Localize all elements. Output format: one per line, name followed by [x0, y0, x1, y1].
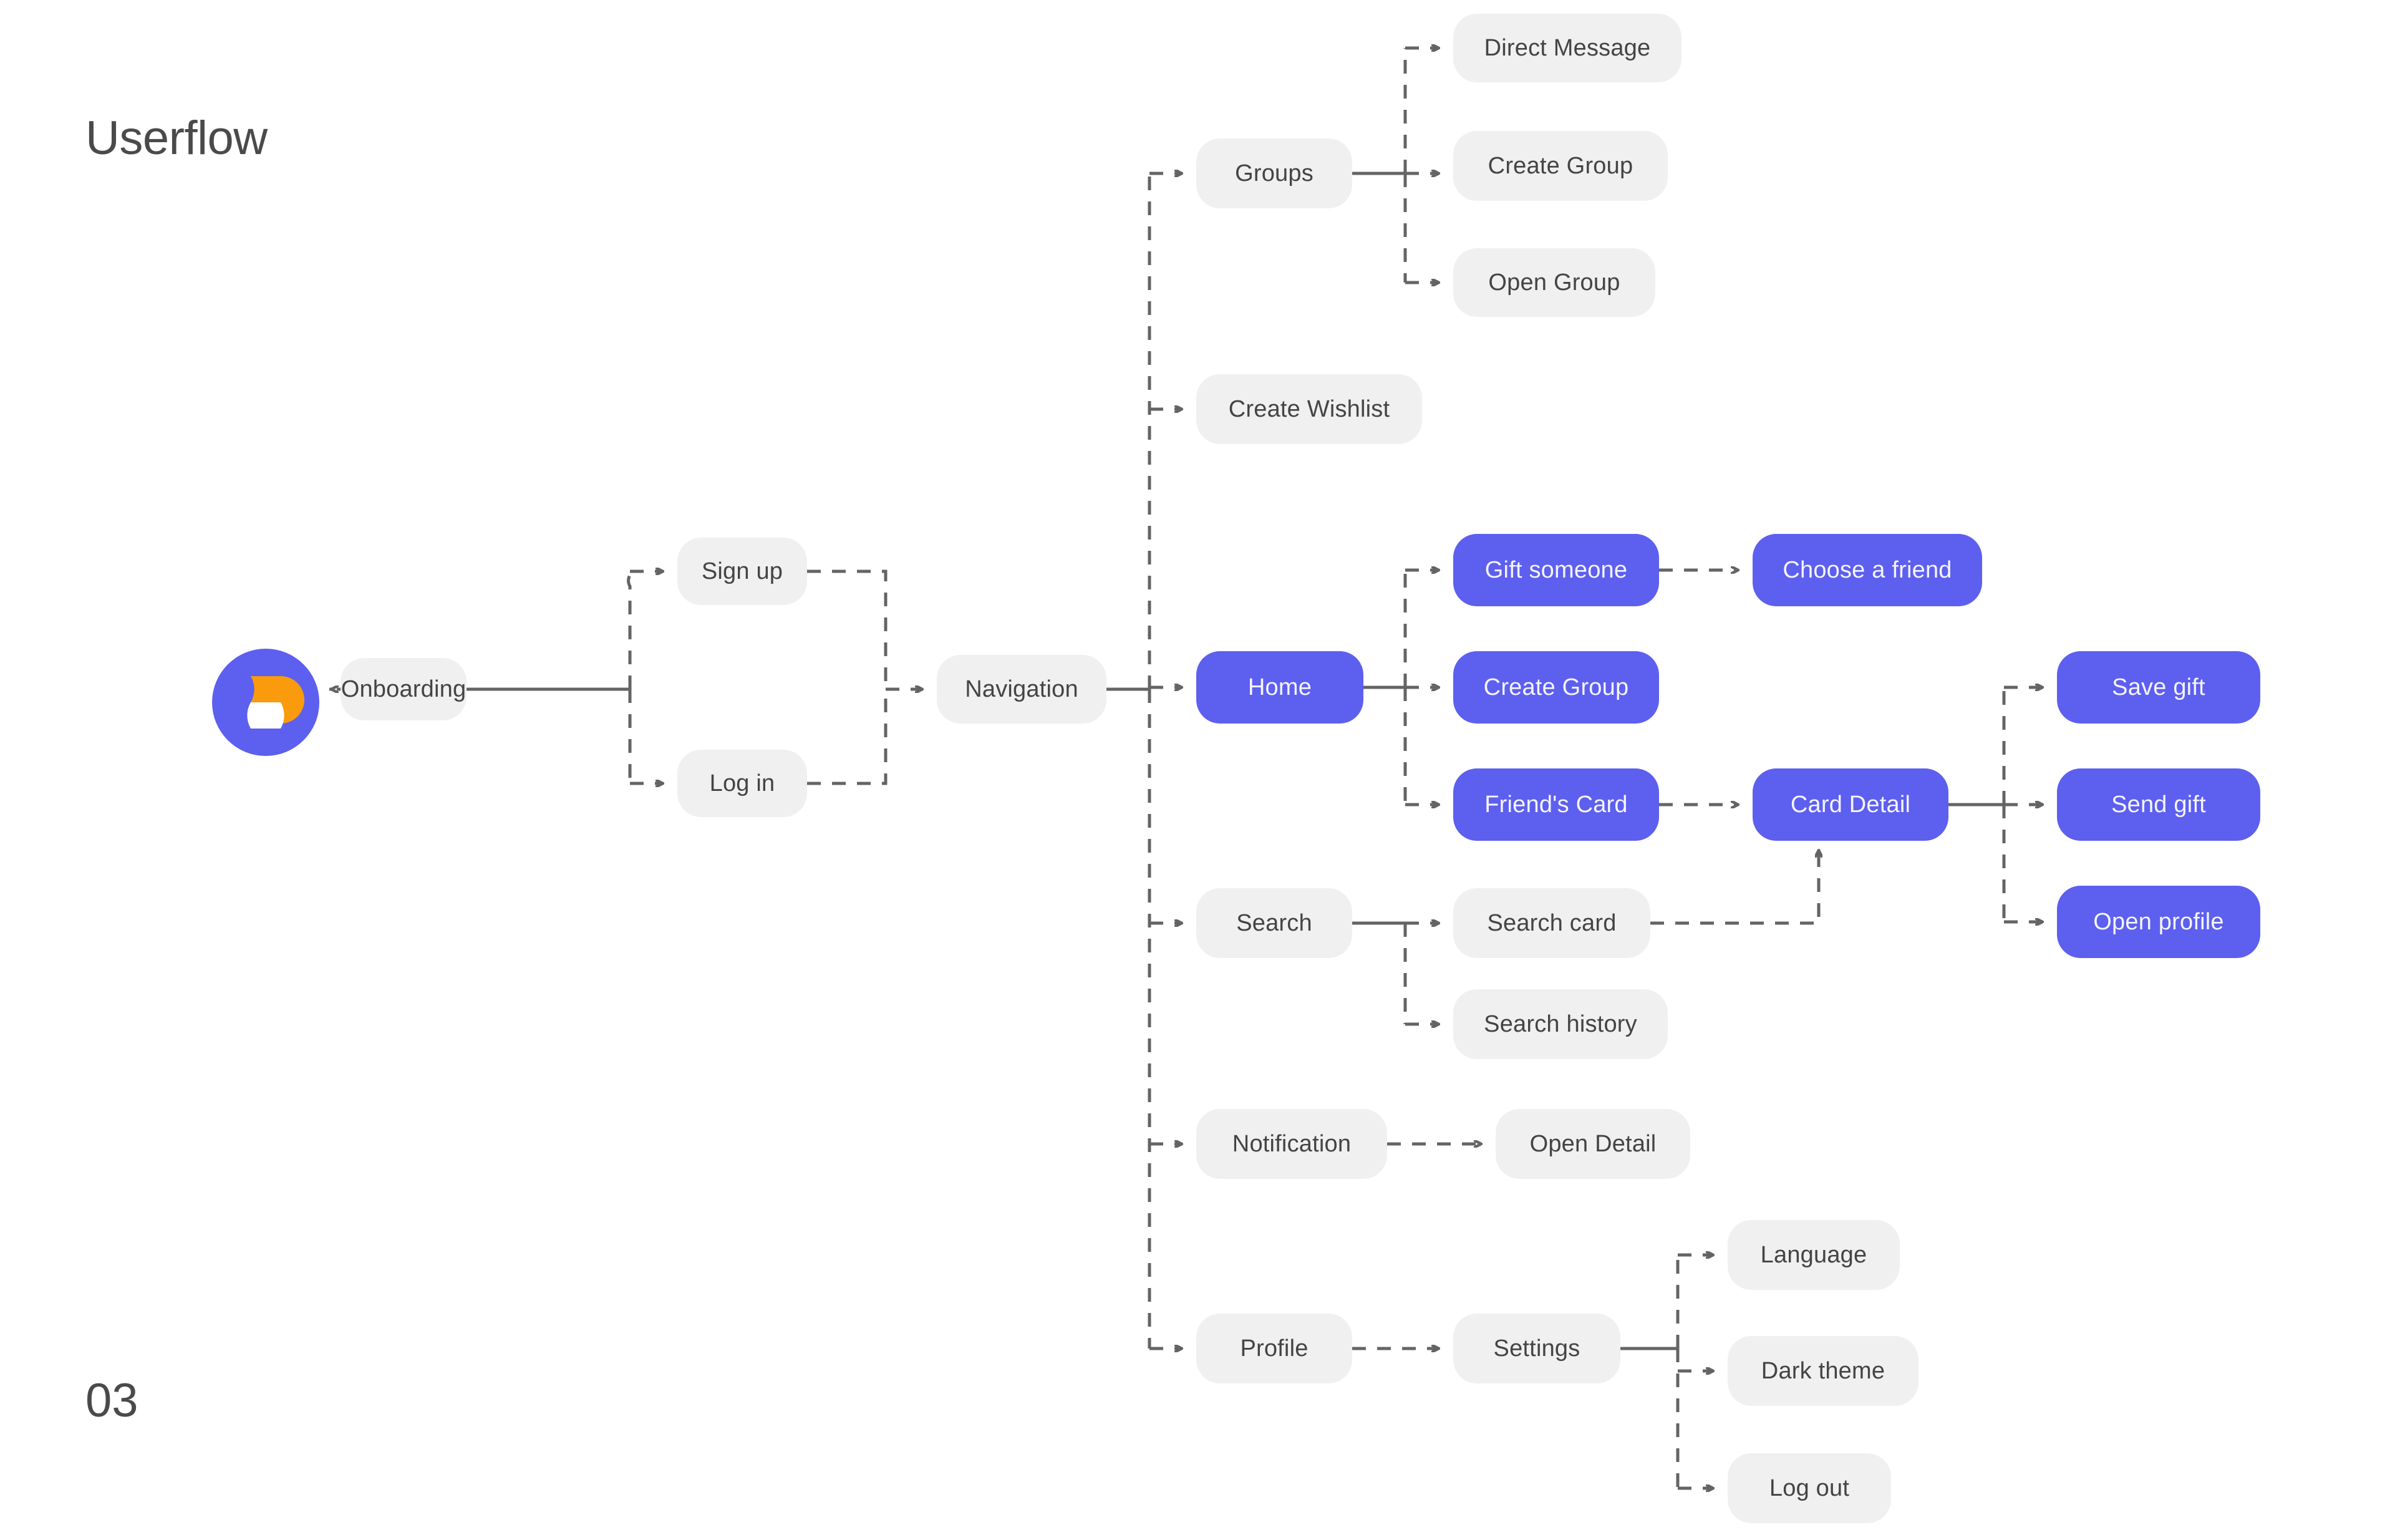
- node-label: Settings: [1493, 1335, 1580, 1362]
- node-label: Dark theme: [1761, 1358, 1885, 1384]
- node-create-group-blue[interactable]: Create Group: [1453, 651, 1659, 724]
- edge-login-to-nav: [807, 689, 888, 785]
- node-label: Create Group: [1488, 153, 1633, 179]
- node-navigation[interactable]: Navigation: [937, 655, 1106, 724]
- edge-signup-to-nav: [807, 569, 888, 689]
- node-label: Gift someone: [1484, 557, 1628, 583]
- node-friends-card[interactable]: Friend's Card: [1453, 768, 1659, 841]
- node-label: Choose a friend: [1783, 557, 1952, 583]
- node-label: Search card: [1487, 910, 1617, 936]
- node-label: Open Group: [1488, 269, 1620, 296]
- node-label: Notification: [1232, 1131, 1352, 1157]
- node-language[interactable]: Language: [1728, 1220, 1900, 1290]
- node-label: Log in: [709, 770, 775, 797]
- node-label: Open Detail: [1529, 1131, 1657, 1157]
- node-label: Search: [1236, 910, 1312, 936]
- node-gift-someone[interactable]: Gift someone: [1453, 534, 1659, 606]
- node-label: Log out: [1769, 1475, 1850, 1501]
- node-label: Direct Message: [1484, 35, 1651, 61]
- app-logo: [212, 649, 319, 756]
- page-number: 03: [85, 1374, 138, 1427]
- node-card-detail[interactable]: Card Detail: [1753, 768, 1948, 841]
- node-home[interactable]: Home: [1196, 651, 1363, 724]
- node-open-group[interactable]: Open Group: [1453, 248, 1655, 317]
- edge-onboarding-up: [627, 571, 632, 689]
- node-search[interactable]: Search: [1196, 888, 1352, 958]
- node-choose-a-friend[interactable]: Choose a friend: [1753, 534, 1982, 606]
- node-onboarding[interactable]: Onboarding: [341, 658, 467, 720]
- node-notification[interactable]: Notification: [1196, 1109, 1387, 1179]
- node-log-out[interactable]: Log out: [1728, 1453, 1891, 1523]
- node-direct-message[interactable]: Direct Message: [1453, 14, 1681, 82]
- edge-searchcard-to-carddetail: [1650, 851, 1819, 925]
- node-label: Create Wishlist: [1228, 396, 1390, 422]
- node-label: Card Detail: [1790, 792, 1911, 818]
- node-log-in[interactable]: Log in: [677, 750, 807, 817]
- node-label: Save gift: [2112, 674, 2205, 700]
- node-sign-up[interactable]: Sign up: [677, 538, 807, 605]
- node-open-profile[interactable]: Open profile: [2057, 886, 2260, 958]
- node-label: Profile: [1240, 1335, 1309, 1362]
- node-search-card[interactable]: Search card: [1453, 888, 1650, 958]
- node-profile[interactable]: Profile: [1196, 1314, 1352, 1383]
- node-label: Navigation: [965, 676, 1078, 702]
- node-dark-theme[interactable]: Dark theme: [1728, 1336, 1918, 1406]
- node-label: Create Group: [1483, 674, 1629, 700]
- node-search-history[interactable]: Search history: [1453, 989, 1668, 1059]
- node-send-gift[interactable]: Send gift: [2057, 768, 2260, 841]
- node-label: Friend's Card: [1484, 792, 1628, 818]
- node-label: Open profile: [2093, 909, 2224, 935]
- node-save-gift[interactable]: Save gift: [2057, 651, 2260, 724]
- node-label: Sign up: [701, 558, 783, 584]
- node-label: Language: [1760, 1242, 1867, 1268]
- node-label: Groups: [1235, 160, 1314, 186]
- node-create-wishlist[interactable]: Create Wishlist: [1196, 374, 1422, 444]
- node-create-group[interactable]: Create Group: [1453, 131, 1668, 201]
- node-label: Home: [1247, 674, 1312, 700]
- node-groups[interactable]: Groups: [1196, 138, 1352, 208]
- node-open-detail[interactable]: Open Detail: [1496, 1109, 1690, 1179]
- page-title: Userflow: [85, 112, 268, 165]
- node-label: Search history: [1484, 1011, 1637, 1037]
- node-label: Send gift: [2111, 792, 2206, 818]
- node-settings[interactable]: Settings: [1453, 1314, 1620, 1383]
- node-label: Onboarding: [341, 676, 467, 702]
